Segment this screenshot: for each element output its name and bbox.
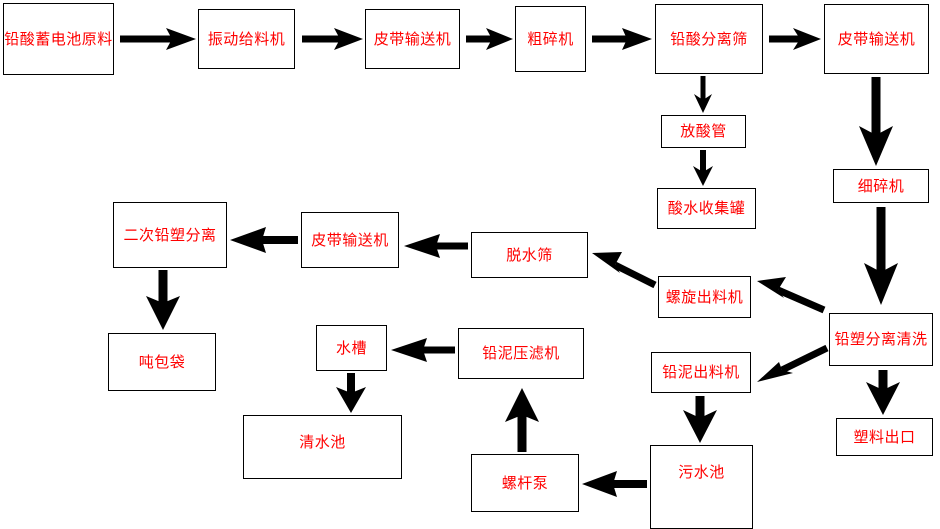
node-label: 皮带输送机 xyxy=(373,29,452,48)
node-lead-acid-screen[interactable]: 铅酸分离筛 xyxy=(655,4,763,74)
arrow-belt-conveyor-3-to-second-separation xyxy=(230,227,298,253)
node-label: 振动给料机 xyxy=(207,29,286,48)
node-label: 酸水收集罐 xyxy=(667,199,746,218)
node-screw-pump[interactable]: 螺杆泵 xyxy=(471,454,579,512)
node-fine-crusher[interactable]: 细碎机 xyxy=(833,169,929,203)
arrow-coarse-crusher-to-lead-acid-screen xyxy=(592,28,652,50)
node-acid-collection-tank[interactable]: 酸水收集罐 xyxy=(657,188,756,229)
node-belt-conveyor-3[interactable]: 皮带输送机 xyxy=(301,212,399,268)
node-label: 水槽 xyxy=(335,338,367,357)
node-label: 皮带输送机 xyxy=(837,29,916,48)
node-label: 铅酸蓄电池原料 xyxy=(4,29,113,48)
arrow-lead-plastic-wash-to-screw-discharger xyxy=(757,277,826,314)
node-label: 铅泥出料机 xyxy=(662,363,740,382)
node-lead-plastic-separation-wash[interactable]: 铅塑分离清洗 xyxy=(829,313,933,366)
node-label: 放酸管 xyxy=(680,122,727,141)
node-lead-mud-filter-press[interactable]: 铅泥压滤机 xyxy=(458,328,584,379)
arrow-vibrating-feeder-to-belt-conveyor-1 xyxy=(302,28,363,50)
node-sewage-pool[interactable]: 污水池 xyxy=(650,445,753,529)
node-label: 螺旋出料机 xyxy=(665,287,744,306)
arrow-lead-plastic-wash-to-lead-mud-discharger xyxy=(757,344,829,382)
node-label: 清水池 xyxy=(299,433,346,451)
node-screw-discharger[interactable]: 螺旋出料机 xyxy=(658,276,751,318)
node-dewatering-screen[interactable]: 脱水筛 xyxy=(471,232,588,278)
node-label: 铅酸分离筛 xyxy=(670,29,748,48)
node-label: 塑料出口 xyxy=(853,427,916,446)
node-label: 脱水筛 xyxy=(506,245,553,264)
arrow-fine-crusher-to-lead-plastic-wash xyxy=(864,207,898,305)
arrow-dewatering-screen-to-belt-conveyor-3 xyxy=(404,234,468,258)
node-belt-conveyor-2[interactable]: 皮带输送机 xyxy=(824,4,929,74)
arrow-acid-pipe-to-acid-tank xyxy=(693,150,713,186)
arrow-raw-material-to-vibrating-feeder xyxy=(120,28,196,50)
node-coarse-crusher[interactable]: 粗碎机 xyxy=(515,6,586,72)
node-water-tank[interactable]: 水槽 xyxy=(316,325,387,371)
node-belt-conveyor-1[interactable]: 皮带输送机 xyxy=(365,9,460,69)
node-label: 铅塑分离清洗 xyxy=(834,330,928,349)
node-clean-water-pool[interactable]: 清水池 xyxy=(243,415,402,479)
node-label: 吨包袋 xyxy=(138,352,186,371)
node-label: 皮带输送机 xyxy=(311,230,389,249)
arrow-lead-acid-screen-to-belt-conveyor-2 xyxy=(769,28,821,50)
arrow-filter-press-to-water-tank xyxy=(391,338,455,362)
node-label: 铅泥压滤机 xyxy=(482,344,560,363)
arrow-belt-conveyor-2-to-fine-crusher xyxy=(859,77,893,166)
node-label: 二次铅塑分离 xyxy=(123,225,217,244)
arrow-sewage-pool-to-screw-pump xyxy=(582,471,647,497)
arrow-second-separation-to-ton-bag xyxy=(146,270,180,330)
node-label: 螺杆泵 xyxy=(501,473,549,492)
node-vibrating-feeder[interactable]: 振动给料机 xyxy=(198,9,295,69)
arrow-lead-plastic-wash-to-plastic-outlet xyxy=(866,370,900,415)
arrow-lead-acid-screen-to-acid-pipe xyxy=(694,76,712,113)
node-acid-pipe[interactable]: 放酸管 xyxy=(661,115,746,148)
arrow-water-tank-to-clean-water-pool xyxy=(336,373,366,413)
node-second-lead-plastic-separation[interactable]: 二次铅塑分离 xyxy=(113,202,227,268)
node-label: 细碎机 xyxy=(857,176,905,195)
node-plastic-outlet[interactable]: 塑料出口 xyxy=(836,418,933,456)
arrow-belt-conveyor-1-to-coarse-crusher xyxy=(466,28,513,50)
node-raw-material[interactable]: 铅酸蓄电池原料 xyxy=(3,3,114,75)
node-ton-bag[interactable]: 吨包袋 xyxy=(108,333,216,391)
arrow-screw-discharger-to-dewatering-screen xyxy=(592,252,657,289)
arrow-lead-mud-discharger-to-sewage-pool xyxy=(683,396,717,443)
node-label: 污水池 xyxy=(678,463,725,481)
node-lead-mud-discharger[interactable]: 铅泥出料机 xyxy=(651,352,751,393)
arrow-screw-pump-to-filter-press xyxy=(505,388,539,452)
node-label: 粗碎机 xyxy=(527,29,574,48)
